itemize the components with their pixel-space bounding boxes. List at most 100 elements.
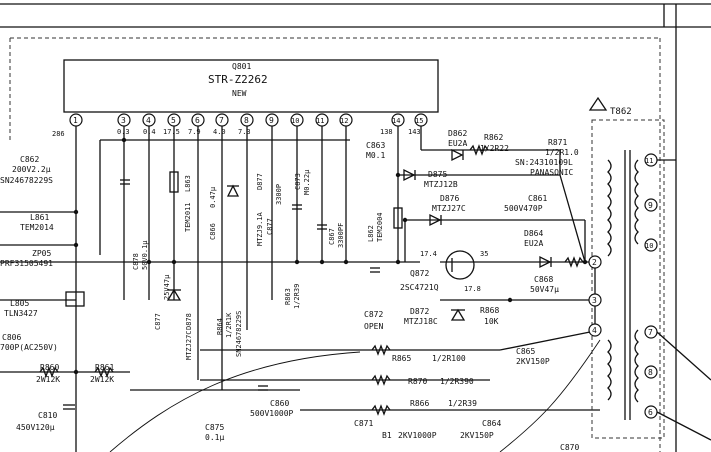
pin-voltage: 7.3 xyxy=(238,128,251,136)
component-ref: C806 xyxy=(2,333,21,342)
component-ref: D872 xyxy=(410,307,429,316)
component-value: 0.1μ xyxy=(205,433,224,442)
transformer-t862: T862 2 3 4 11 9 10 7 8 6 xyxy=(588,96,711,441)
pin-voltage: 138 xyxy=(380,128,393,136)
pin-label: 14 xyxy=(392,117,400,125)
tap-label: 4 xyxy=(592,326,597,335)
component-ref: C867 xyxy=(328,228,336,245)
tap-label: 2 xyxy=(592,258,597,267)
component-ref: R866 xyxy=(410,399,429,408)
pin-label: 12 xyxy=(340,117,348,125)
component-value: MTZJ12B xyxy=(424,180,458,189)
q872-e-voltage: 17.8 xyxy=(464,285,481,293)
component-ref: L862 xyxy=(367,225,375,242)
component-ref: C871 xyxy=(354,419,373,428)
pin-label: 10 xyxy=(291,117,299,125)
t862-ref: T862 xyxy=(610,107,632,117)
component-ref: R863 xyxy=(284,288,292,305)
ic-note: NEW xyxy=(232,89,247,98)
ic-pins: 1 3 4 5 6 7 8 9 10 11 12 14 15 xyxy=(69,113,428,127)
pin-voltage: 17.5 xyxy=(163,128,180,136)
component-ref: Q872 xyxy=(410,269,429,278)
frame-lines xyxy=(0,3,711,452)
component-value: MTZJ27C xyxy=(185,330,193,360)
component-value: 200V2.2μ xyxy=(12,165,51,174)
component-value: 25V47μ xyxy=(163,274,171,300)
tap-label: 7 xyxy=(648,328,653,337)
component-ref: C877 xyxy=(154,313,162,330)
component-ref: C860 xyxy=(270,399,289,408)
component-note: SN24678229S xyxy=(235,311,243,357)
component-ref: C864 xyxy=(482,419,501,428)
component-ref: C878 xyxy=(132,253,140,270)
component-ref: R868 xyxy=(480,306,499,315)
component-ref: D876 xyxy=(440,194,459,203)
component-value: MTZJ9.1A xyxy=(256,211,264,246)
component-value: 2KV150P xyxy=(516,357,550,366)
component-ref: ZP05 xyxy=(32,249,51,258)
component-ref: C873 xyxy=(294,173,302,190)
component-ref: D875 xyxy=(428,170,447,179)
pin-voltage: 0.3 xyxy=(117,128,130,136)
component-ref: R860 xyxy=(40,363,59,372)
q872-c-voltage: 35 xyxy=(480,250,488,258)
component-ref: C810 xyxy=(38,411,57,420)
pin-voltage: 4.0 xyxy=(213,128,226,136)
component-value: EU2A xyxy=(524,239,543,248)
junctions xyxy=(73,137,588,375)
component-ref: D864 xyxy=(524,229,543,238)
component-value: 1/2R22 xyxy=(480,144,509,153)
component-value: 1/2R1.0 xyxy=(545,148,579,157)
component-ref: D878 xyxy=(185,313,193,330)
component-value: 50V0.1μ xyxy=(141,240,149,270)
component-value: EU2A xyxy=(448,139,467,148)
pin-label: 9 xyxy=(269,116,274,125)
component-value: TEM2011 xyxy=(184,202,192,232)
component-value: 3300P xyxy=(275,184,283,205)
component-ref: C875 xyxy=(205,423,224,432)
b1-label: B1 xyxy=(382,431,392,440)
component-ref: L861 xyxy=(30,213,49,222)
component-ref: C870 xyxy=(560,443,579,452)
component-ref: R862 xyxy=(484,133,503,142)
ic-ref: Q801 xyxy=(232,62,251,71)
component-value: 2KV150P xyxy=(460,431,494,440)
component-ref: D877 xyxy=(256,173,264,190)
pin-voltage: 7.9 xyxy=(188,128,201,136)
component-ref: R870 xyxy=(408,377,427,386)
panasonic-label: PANASONIC xyxy=(530,168,574,177)
ic-q801: Q801 STR-Z2262 NEW xyxy=(63,59,439,113)
pin-voltage: 143 xyxy=(408,128,421,136)
tap-label: 3 xyxy=(592,296,597,305)
component-ref: D862 xyxy=(448,129,467,138)
pin-label: 7 xyxy=(219,116,224,125)
component-value: 500V470P xyxy=(504,204,543,213)
component-glyphs xyxy=(39,144,584,416)
component-value: 50V47μ xyxy=(530,285,559,294)
component-ref: R864 xyxy=(216,318,224,335)
component-value: 2SC4721Q xyxy=(400,283,439,292)
component-ref: C861 xyxy=(528,194,547,203)
component-ref: C868 xyxy=(534,275,553,284)
component-labels: C862 200V2.2μ SN24678229S L861 TEM2014 Z… xyxy=(0,129,579,452)
pin-label: 6 xyxy=(195,116,200,125)
component-value: 3300PF xyxy=(337,223,345,248)
component-note: SN:24310109L xyxy=(515,158,573,167)
component-value: 500V1000P xyxy=(250,409,294,418)
component-ref: C865 xyxy=(516,347,535,356)
tap-label: 9 xyxy=(648,201,653,210)
ic-part: STR-Z2262 xyxy=(208,73,268,86)
component-value: MTZJ27C xyxy=(432,204,466,213)
component-value: 1/2R100 xyxy=(432,354,466,363)
tap-label: 6 xyxy=(648,408,653,417)
component-value: 1/2R39 xyxy=(448,399,477,408)
tap-label: 10 xyxy=(645,242,653,250)
pin-label: 11 xyxy=(316,117,324,125)
pin-voltage: 286 xyxy=(52,130,65,138)
component-value: 2W12K xyxy=(90,375,114,384)
component-value: M0.22μ xyxy=(303,169,311,195)
component-ref: R865 xyxy=(392,354,411,363)
tap-label: 11 xyxy=(645,157,653,165)
component-ref: C877 xyxy=(266,218,274,235)
